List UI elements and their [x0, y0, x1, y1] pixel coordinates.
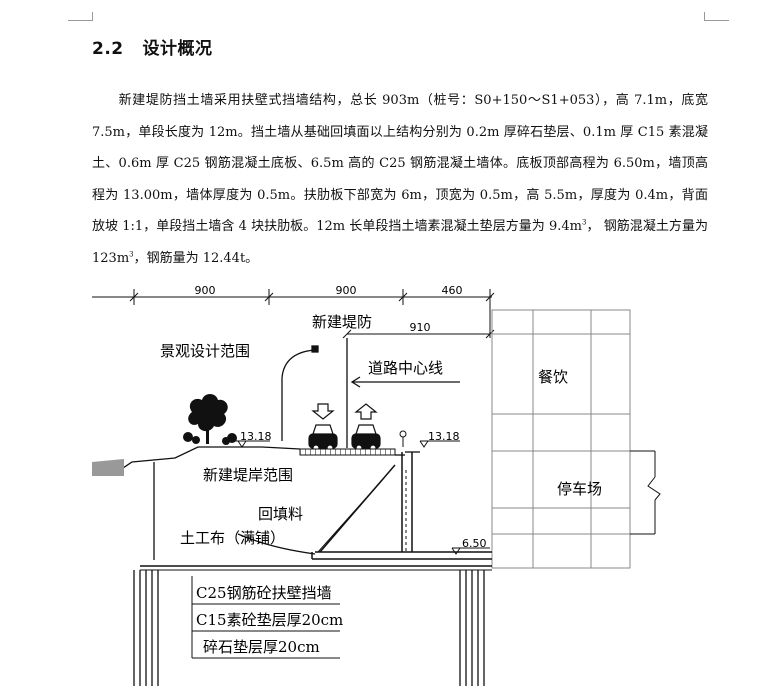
- dim-900-mid: 900: [336, 284, 357, 297]
- left-fill-shade: [92, 459, 124, 476]
- label-dike-range: 新建堤岸范围: [203, 466, 293, 484]
- elev-left: 13.18: [240, 430, 272, 443]
- superscript-1: 3: [582, 218, 587, 227]
- street-lamp: [281, 345, 319, 441]
- para-text-3: ，钢筋量为 12.44t。: [133, 250, 259, 266]
- label-landscape: 景观设计范围: [160, 342, 250, 360]
- label-parking: 停车场: [557, 480, 602, 498]
- label-c15: C15素砼垫层厚20cm: [196, 611, 343, 629]
- car-right: [351, 424, 381, 452]
- foundation-piles: [133, 570, 485, 686]
- section-number: 2.2: [92, 39, 124, 59]
- section-title: 设计概况: [142, 39, 213, 59]
- label-backfill: 回填料: [258, 505, 303, 523]
- car-left: [308, 424, 338, 452]
- tree: [183, 394, 237, 445]
- elevation-mark-right: [419, 440, 460, 448]
- design-paragraph: 新建堤防挡土墙采用扶壁式挡墙结构，总长 903m（桩号：S0+150～S1+05…: [92, 85, 708, 274]
- road-center-line: [346, 338, 460, 448]
- label-road-center: 道路中心线: [368, 359, 443, 377]
- elevation-mark-base: [451, 547, 490, 555]
- crop-mark-left: [68, 12, 93, 21]
- label-geotextile: 土工布（满铺）: [180, 529, 285, 547]
- break-line: [647, 451, 661, 534]
- dim-900-left: 900: [195, 284, 216, 297]
- label-dining: 餐饮: [538, 368, 568, 386]
- label-c25: C25钢筋砼扶壁挡墙: [196, 584, 332, 602]
- elev-base: 6.50: [462, 537, 487, 550]
- dim-460: 460: [442, 284, 463, 297]
- label-gravel: 碎石垫层厚20cm: [203, 638, 320, 656]
- elevation-mark-left: [228, 440, 270, 448]
- elev-right: 13.18: [428, 430, 460, 443]
- para-text-2: ， 钢筋混凝土方量为 123m: [92, 219, 708, 266]
- retaining-wall: [140, 452, 492, 571]
- geotextile-leader: [237, 533, 316, 555]
- dimension-line: [92, 289, 495, 339]
- road-surface: [299, 448, 396, 456]
- section-heading: 2.2 设计概况: [92, 34, 212, 59]
- label-new-dike: 新建堤防: [312, 313, 372, 331]
- crop-mark-right: [704, 12, 729, 21]
- railing-icon: [399, 430, 407, 447]
- traffic-arrows: [311, 403, 378, 420]
- para-text-1: 新建堤防挡土墙采用扶壁式挡墙结构，总长 903m（桩号：S0+150～S1+05…: [92, 93, 708, 234]
- superscript-2: 3: [129, 250, 134, 259]
- dim-910: 910: [410, 321, 431, 334]
- building-grid: [491, 309, 655, 569]
